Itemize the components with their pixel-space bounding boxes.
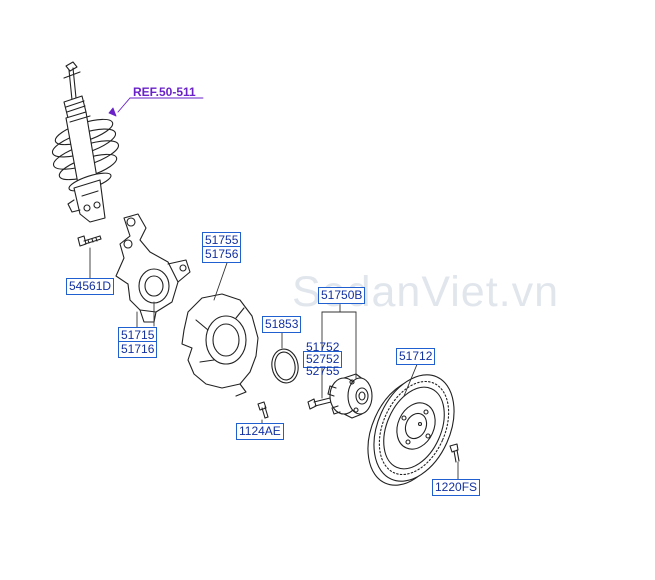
hub-bearing-drawing	[307, 373, 373, 419]
part-label-51712[interactable]: 51712	[396, 348, 436, 365]
bolt-54561d-drawing	[77, 235, 102, 247]
part-label-52752[interactable]: 52752	[303, 351, 343, 368]
part-label-51756[interactable]: 51756	[202, 246, 242, 263]
part-label-1124ae[interactable]: 1124AE	[236, 423, 284, 440]
screw-1220fs-drawing	[449, 443, 460, 463]
snap-ring-drawing	[271, 348, 299, 384]
strut-assembly-drawing	[51, 61, 120, 223]
part-label-51716[interactable]: 51716	[118, 341, 158, 358]
screw-1124ae-drawing	[257, 401, 269, 419]
reference-label[interactable]: REF.50-511	[133, 85, 196, 99]
dust-cover-drawing	[181, 293, 259, 397]
part-label-51752[interactable]: 51752	[306, 340, 340, 354]
part-label-51853[interactable]: 51853	[262, 316, 302, 333]
part-label-54561d[interactable]: 54561D	[66, 278, 115, 295]
part-label-51750b[interactable]: 51750B	[318, 287, 366, 304]
part-label-51715[interactable]: 51715	[118, 327, 158, 344]
part-label-1220fs[interactable]: 1220FS	[432, 479, 481, 496]
brake-disc-drawing	[367, 374, 455, 486]
part-label-52755[interactable]: 52755	[306, 364, 340, 378]
knuckle-drawing	[115, 213, 191, 323]
